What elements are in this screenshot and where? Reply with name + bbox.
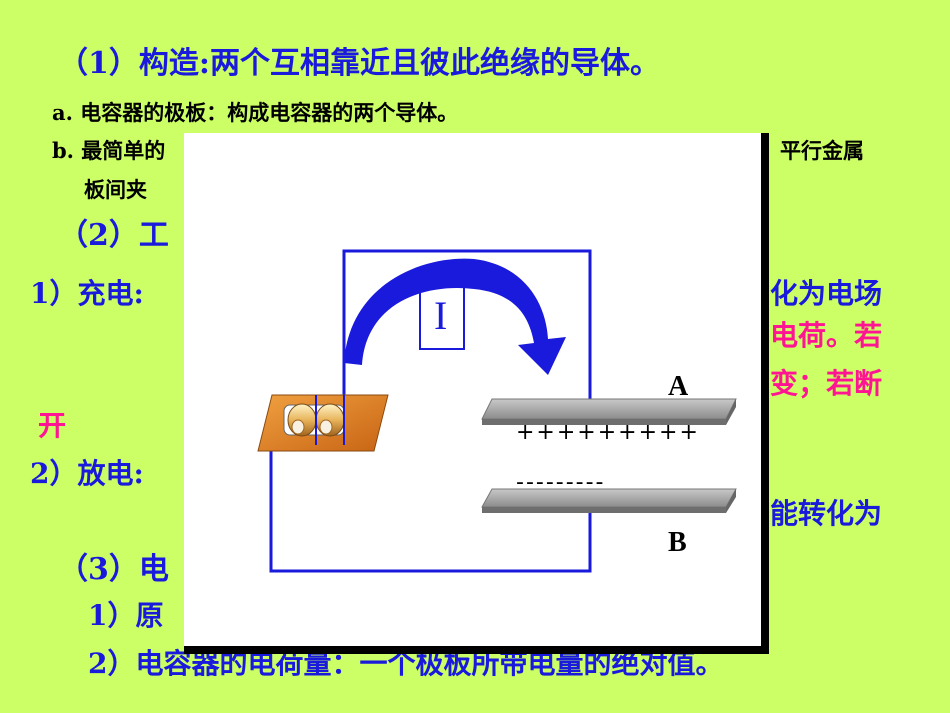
- current-label: I: [434, 293, 447, 338]
- current-arrow: [344, 258, 566, 375]
- heading-capacitance: （3）电: [58, 552, 169, 587]
- charge-text-end: 化为电场: [770, 277, 883, 310]
- plate-a-label: A: [668, 371, 689, 402]
- charge-pink-line3: 开: [38, 409, 67, 442]
- charge-pink-line1: 电荷。若: [770, 319, 883, 352]
- item-b-line2: 板间夹: [84, 177, 147, 202]
- plate-b: [481, 488, 737, 513]
- charge-label: 1）充电:: [30, 277, 144, 310]
- discharge-text-end: 能转化为: [770, 497, 883, 530]
- capacitor-diagram: I A +++++++++ --------- B: [257, 249, 737, 573]
- item-a-plates: a. 电容器的极板：构成电容器的两个导体。: [52, 100, 459, 125]
- capacitor-diagram-panel: I A +++++++++ --------- B: [184, 133, 769, 654]
- current-label-box: [419, 274, 465, 350]
- sub-item-1: 1）原: [88, 599, 164, 632]
- plate-b-label: B: [668, 527, 687, 558]
- plate-b-charges: ---------: [516, 470, 605, 495]
- charge-pink-line2: 变；若断: [770, 367, 883, 400]
- heading-working: （2）工: [58, 218, 169, 253]
- switch-icon: [257, 394, 389, 452]
- heading-structure: （1）构造:两个互相靠近且彼此绝缘的导体。: [58, 46, 660, 81]
- item-b-start: b. 最简单的: [52, 138, 166, 163]
- discharge-label: 2）放电:: [30, 457, 144, 490]
- item-b-end: 平行金属: [780, 138, 864, 163]
- plate-a-charges: +++++++++: [516, 420, 700, 445]
- plate-a: [481, 398, 737, 425]
